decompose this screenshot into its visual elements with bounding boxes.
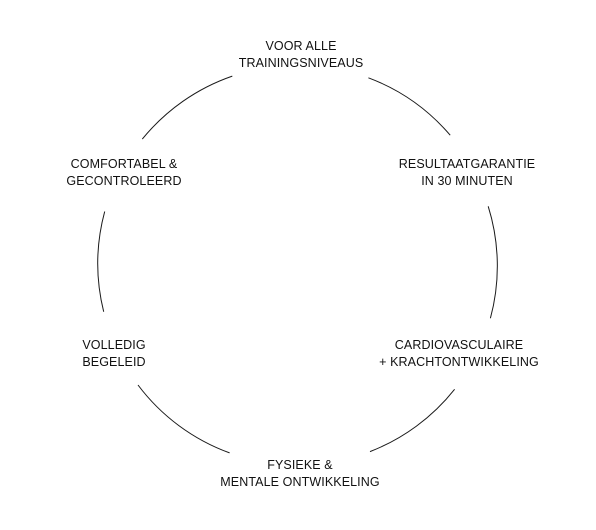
arc-left [97, 211, 106, 312]
node-label-training-levels: VOOR ALLE TRAININGSNIVEAUS [239, 38, 364, 71]
node-label-result-guarantee: RESULTAATGARANTIE IN 30 MINUTEN [399, 156, 535, 189]
node-label-line: VOOR ALLE [265, 39, 337, 53]
node-label-line: COMFORTABEL & [70, 157, 178, 171]
node-label-line: VOLLEDIG [82, 338, 146, 352]
node-label-line: RESULTAATGARANTIE [398, 157, 536, 171]
arc-top-left [141, 75, 233, 140]
arc-bottom-right [369, 388, 455, 453]
node-label-line: CARDIOVASCULAIRE [394, 338, 524, 352]
node-label-line: BEGELEID [82, 354, 146, 369]
arc-bottom [137, 384, 230, 454]
node-label-physical-mental: FYSIEKE & MENTALE ONTWIKKELING [220, 457, 379, 490]
node-label-line: MENTALE ONTWIKKELING [220, 474, 380, 489]
node-label-line: IN 30 MINUTEN [421, 173, 513, 188]
node-label-line: TRAININGSNIVEAUS [238, 55, 364, 70]
node-label-fully-guided: VOLLEDIG BEGELEID [82, 337, 145, 370]
arc-top-right [368, 77, 451, 136]
node-label-line: + KRACHTONTWIKKELING [379, 354, 539, 369]
node-label-line: FYSIEKE & [267, 458, 333, 472]
node-label-cardio-strength: CARDIOVASCULAIRE + KRACHTONTWIKKELING [379, 337, 539, 370]
node-label-line: GECONTROLEERD [66, 173, 182, 188]
node-label-comfortable-controlled: COMFORTABEL & GECONTROLEERD [66, 156, 181, 189]
arc-right [487, 206, 498, 319]
